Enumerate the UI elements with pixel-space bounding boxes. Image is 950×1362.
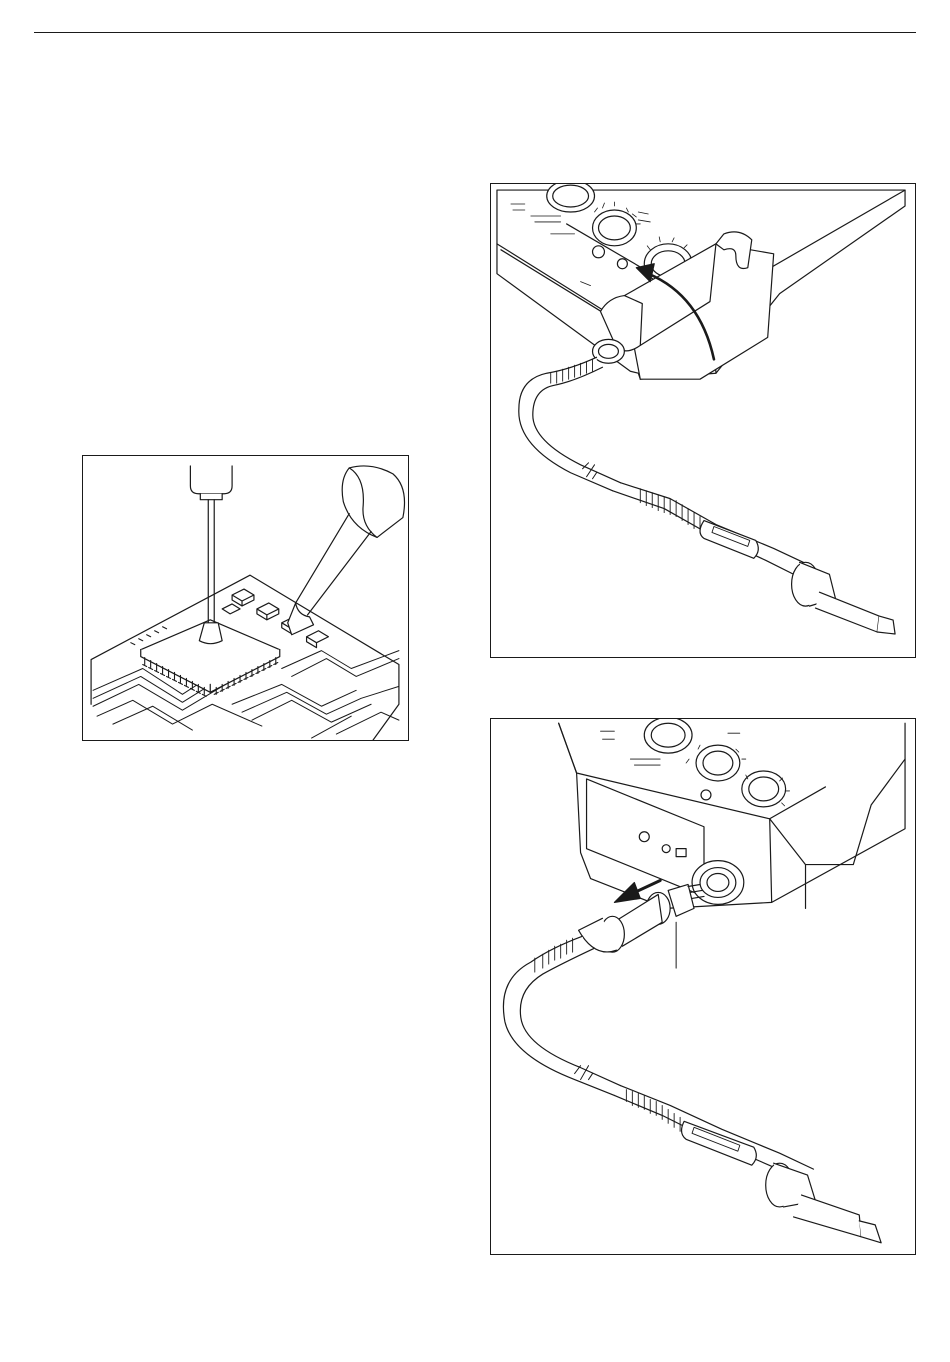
figure-chip-removal: [82, 455, 409, 741]
indicator-led: [593, 246, 605, 258]
handpiece-cable: [503, 936, 620, 1095]
handpiece-holder-illustration: [491, 184, 915, 657]
handpiece-cable: [519, 339, 625, 490]
header-rule: [34, 32, 916, 33]
soldering-handpiece: [612, 483, 895, 634]
chip-removal-illustration: [83, 456, 408, 740]
figure-handpiece-disconnect: [490, 718, 916, 1255]
soldering-handpiece: [614, 1086, 881, 1243]
figure-handpiece-in-holder: [490, 183, 916, 658]
handpiece-disconnect-illustration: [491, 719, 915, 1254]
